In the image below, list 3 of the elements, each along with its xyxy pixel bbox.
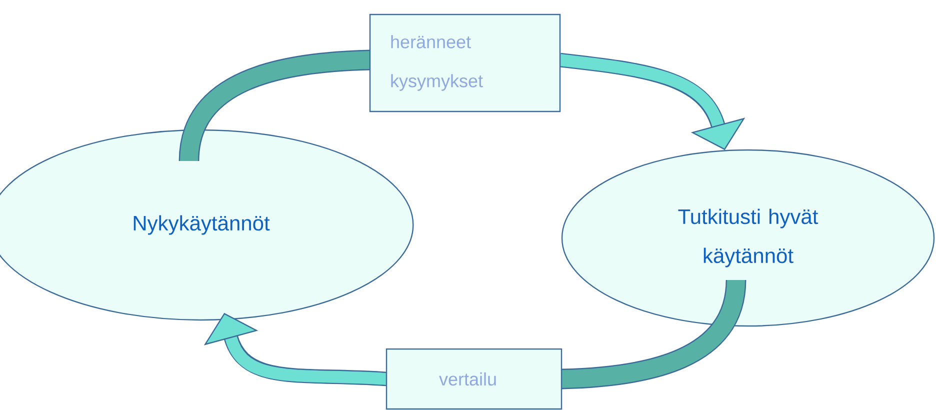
label-box: vertailu bbox=[386, 348, 562, 410]
label-box: heränneet kysymykset bbox=[369, 14, 561, 112]
ellipse-node: Tutkitusti hyvät käytännöt bbox=[561, 149, 935, 327]
